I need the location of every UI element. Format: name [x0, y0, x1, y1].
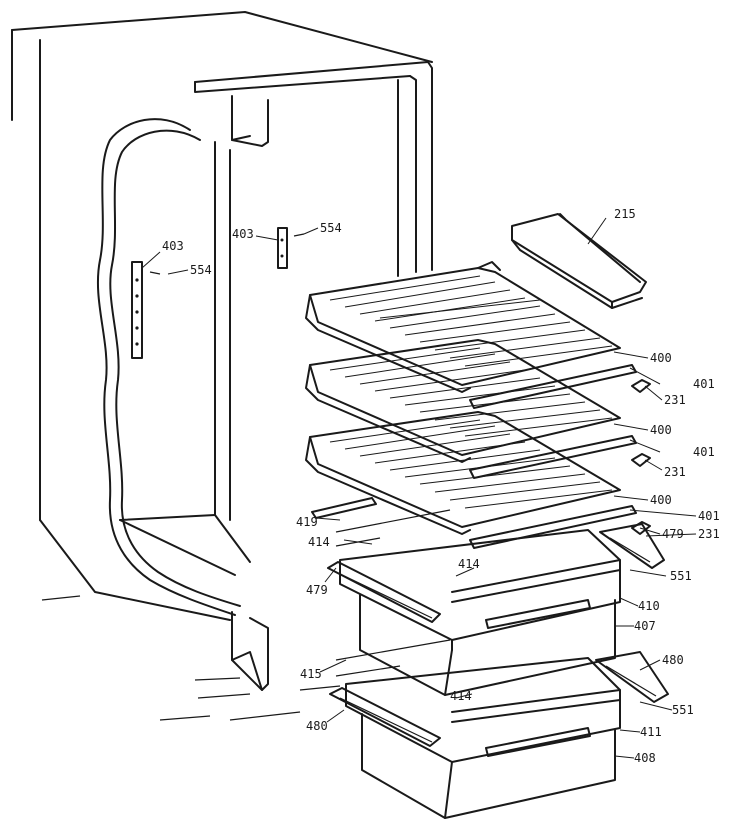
drawer-slide-right-upper [599, 523, 665, 569]
shelf-clip-top [631, 379, 651, 393]
callout-400-bottom: 400 [650, 493, 672, 507]
leader-lines [141, 217, 697, 759]
wire-shelf-middle [305, 339, 621, 463]
drawer-slide-left-lower [329, 687, 441, 747]
crisper-cover-glass-upper [335, 509, 451, 547]
wire-shelf-bottom [305, 411, 621, 535]
callout-480-right: 480 [662, 653, 684, 667]
callout-414-lower: 414 [450, 689, 472, 703]
callout-401-middle: 401 [693, 445, 715, 459]
door-bin [511, 213, 647, 309]
callout-479-right: 479 [662, 527, 684, 541]
callout-403-left: 403 [162, 239, 184, 253]
callout-410: 410 [638, 599, 660, 613]
callout-551-upper: 551 [670, 569, 692, 583]
callout-400-middle: 400 [650, 423, 672, 437]
callout-231-middle: 231 [664, 465, 686, 479]
callout-231-bottom: 231 [698, 527, 720, 541]
callout-554-right: 554 [320, 221, 342, 235]
crisper-cover-glass-lower [335, 639, 451, 677]
drawer-slide-left-upper [327, 561, 441, 623]
callout-401-bottom: 401 [698, 509, 720, 523]
shelf-rail-middle [469, 435, 637, 479]
shelf-bracket-left [131, 261, 143, 359]
callout-407: 407 [634, 619, 656, 633]
screw-right [293, 233, 305, 237]
crisper-drawer-upper [339, 529, 621, 696]
callout-215: 215 [614, 207, 636, 221]
callout-408: 408 [634, 751, 656, 765]
callout-401-top: 401 [693, 377, 715, 391]
callout-400-top: 400 [650, 351, 672, 365]
callout-labels: 215 400 401 231 400 401 231 400 401 479 … [162, 207, 720, 765]
callout-479-left: 479 [306, 583, 328, 597]
cabinet-body [11, 11, 433, 721]
callout-419: 419 [296, 515, 318, 529]
callout-414-left: 414 [308, 535, 330, 549]
screw-left [149, 271, 161, 275]
callout-551-lower: 551 [672, 703, 694, 717]
shelf-rail-bottom [469, 505, 637, 549]
callout-554-left: 554 [190, 263, 212, 277]
drawer-slide-right-lower [595, 651, 669, 703]
callout-415: 415 [300, 667, 322, 681]
callout-403-right: 403 [232, 227, 254, 241]
wire-shelf-top [305, 261, 621, 393]
shelf-bracket-right [277, 227, 288, 269]
shelf-clip-middle [631, 453, 651, 467]
callout-414-upper: 414 [458, 557, 480, 571]
callout-231-top: 231 [664, 393, 686, 407]
callout-411: 411 [640, 725, 662, 739]
callout-480-left: 480 [306, 719, 328, 733]
crisper-drawer-lower [345, 657, 621, 819]
slide-rail-419 [311, 497, 377, 519]
